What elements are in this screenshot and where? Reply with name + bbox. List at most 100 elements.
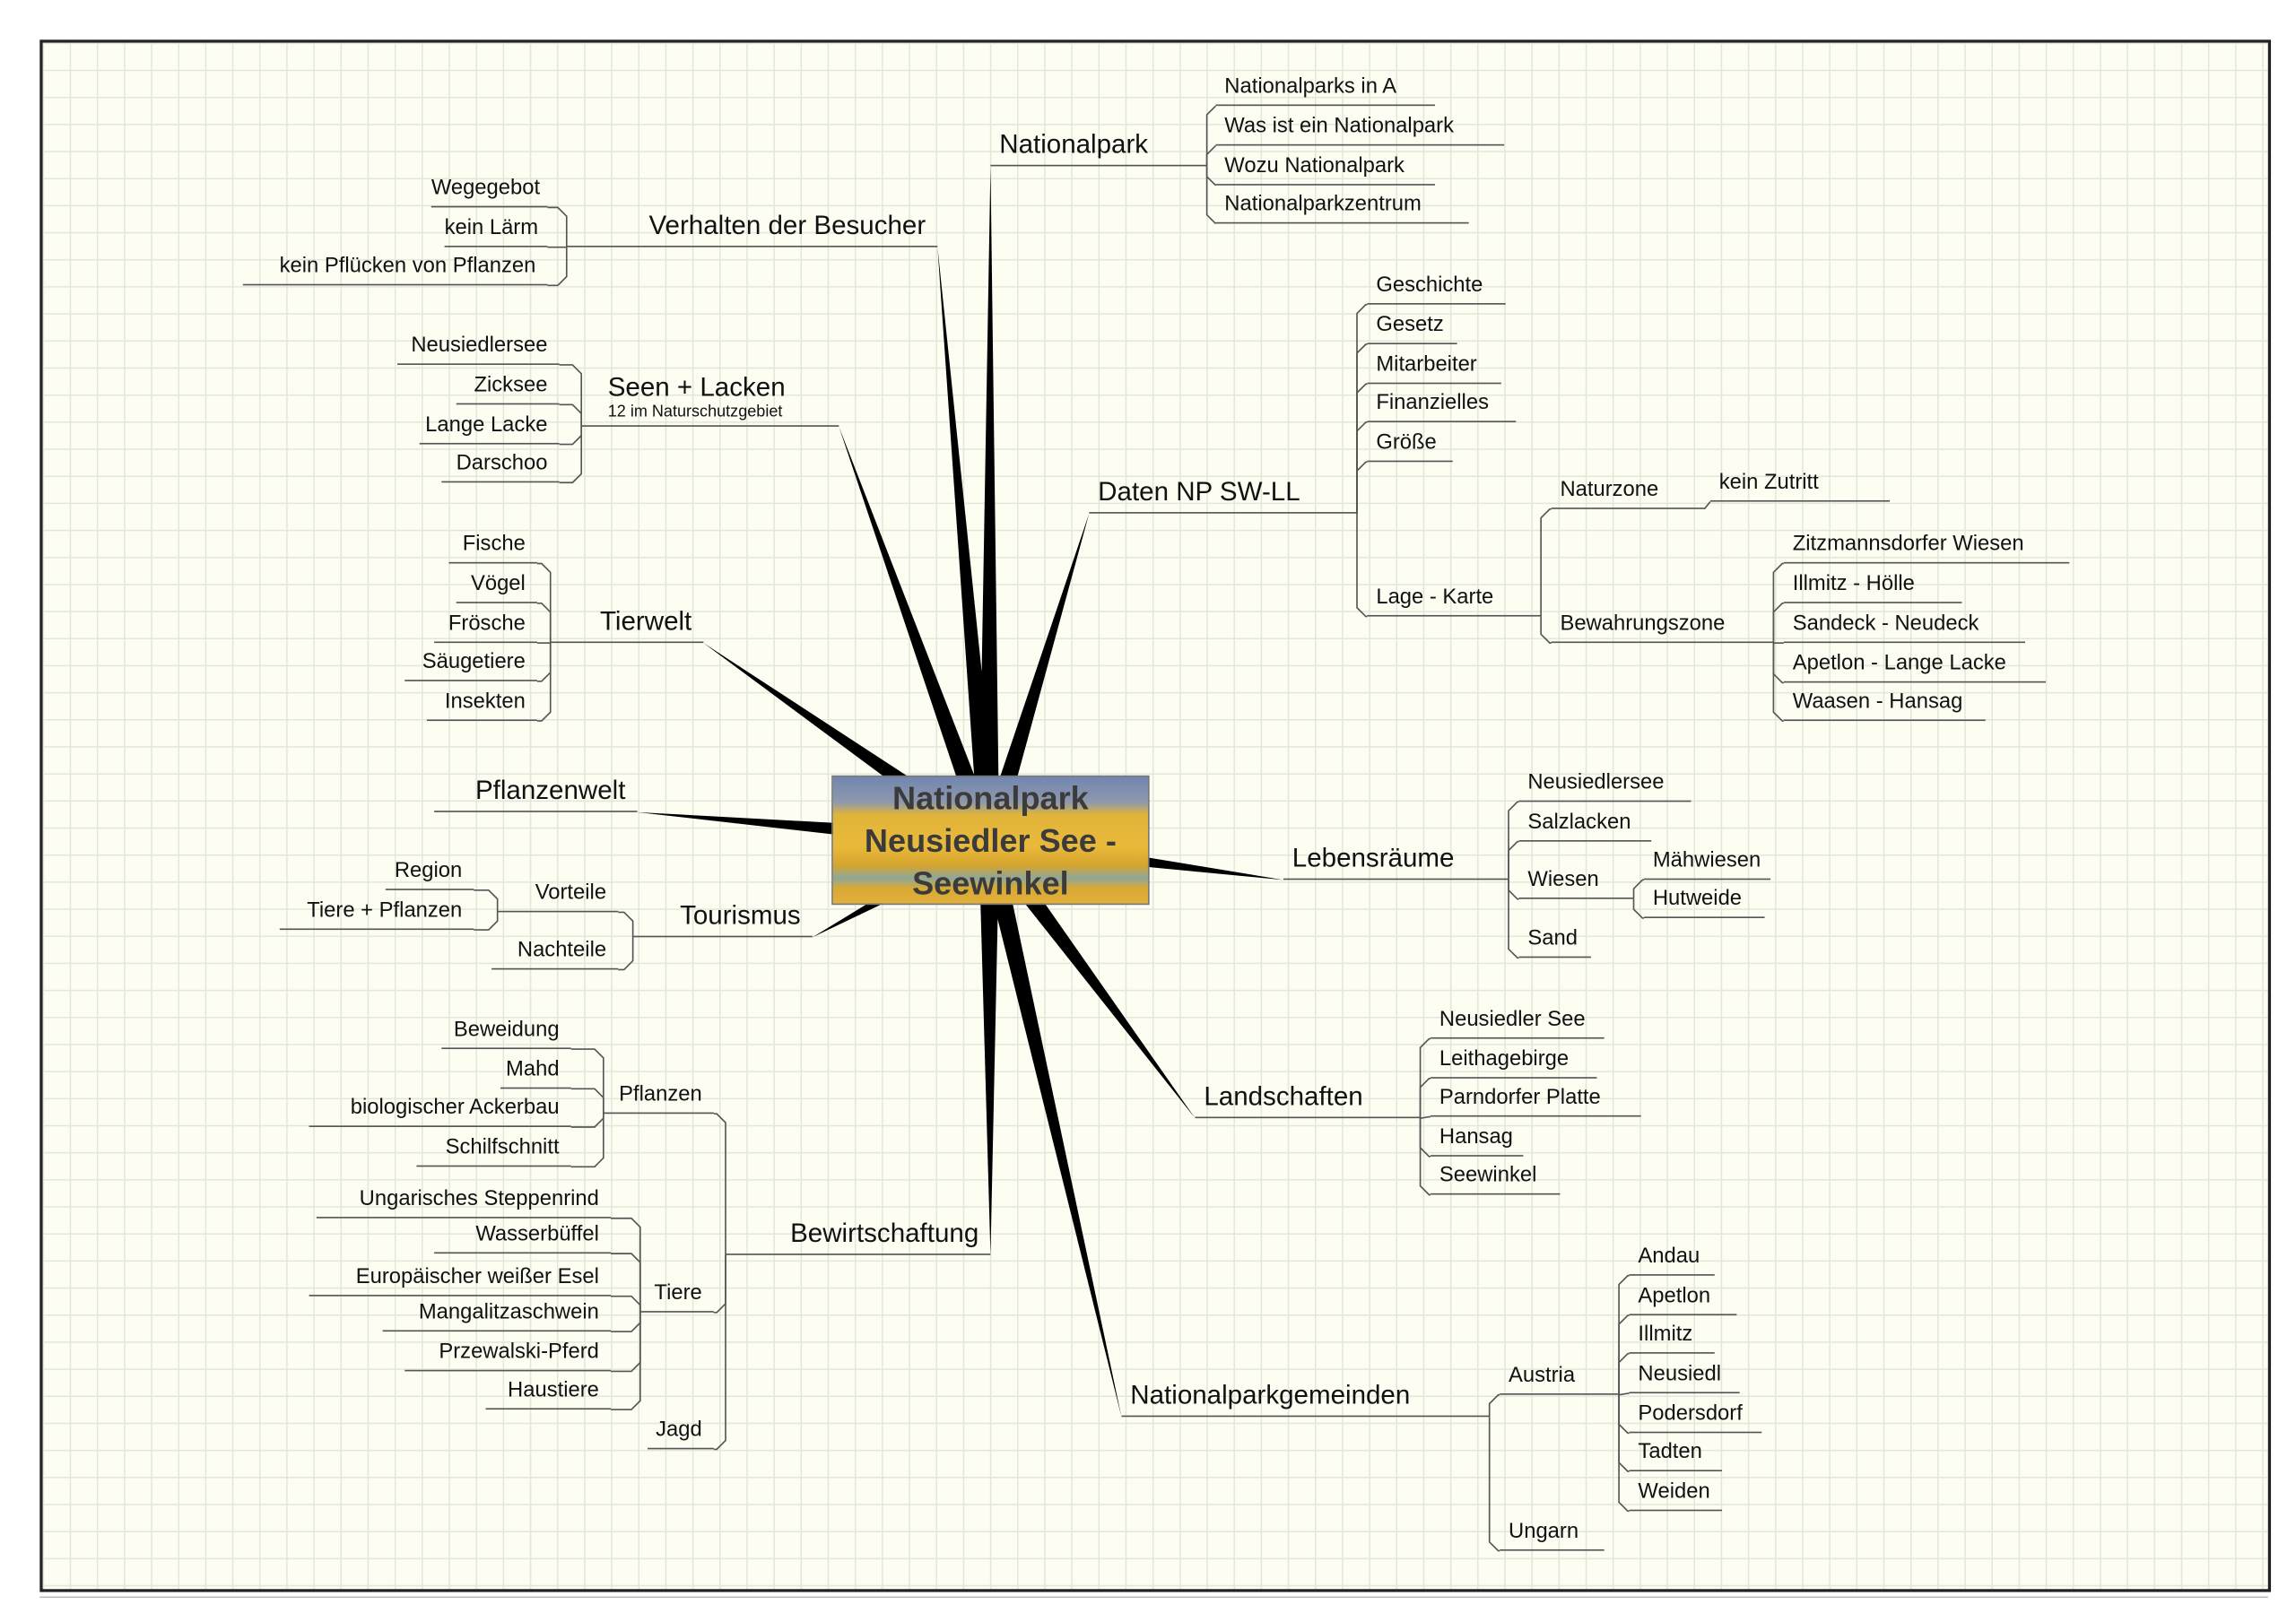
topic-apetlon[interactable]: Apetlon — [1629, 1284, 1737, 1316]
topic-vögel[interactable]: Vögel — [456, 574, 537, 603]
topic-gesetz[interactable]: Gesetz — [1367, 315, 1457, 344]
topic-label: Lebensräume — [1292, 842, 1455, 872]
topic-przewalski-pferd[interactable]: Przewalski-Pferd — [404, 1341, 612, 1372]
branch-landschaften[interactable]: Landschaften — [1195, 1082, 1421, 1119]
topic-nationalparks-in-a[interactable]: Nationalparks in A — [1215, 76, 1435, 107]
topic-darschoo[interactable]: Darschoo — [441, 453, 560, 483]
topic-frösche[interactable]: Frösche — [434, 613, 537, 644]
topic-salzlacken[interactable]: Salzlacken — [1518, 812, 1652, 842]
topic-nationalparkzentrum[interactable]: Nationalparkzentrum — [1215, 194, 1469, 224]
topic-fische[interactable]: Fische — [448, 533, 537, 564]
topic-bewahrungszone[interactable]: Bewahrungszone — [1551, 613, 1774, 644]
topic-säugetiere[interactable]: Säugetiere — [404, 652, 537, 681]
topic-label: Sandeck - Neudeck — [1792, 612, 1979, 636]
branch-lebensräume[interactable]: Lebensräume — [1283, 844, 1509, 880]
central-topic[interactable]: Nationalpark Neusiedler See - Seewinkel — [831, 775, 1150, 906]
topic-sandeck-neudeck[interactable]: Sandeck - Neudeck — [1783, 612, 2026, 644]
topic-austria[interactable]: Austria — [1500, 1364, 1620, 1395]
topic-tiere-pflanzen[interactable]: Tiere + Pflanzen — [279, 900, 474, 931]
topic-geschichte[interactable]: Geschichte — [1367, 275, 1506, 305]
topic-finanzielles[interactable]: Finanzielles — [1367, 391, 1517, 422]
topic-neusiedlersee[interactable]: Neusiedlersee — [1518, 772, 1692, 802]
topic-lange-lacke[interactable]: Lange Lacke — [419, 415, 560, 445]
topic-nachteile[interactable]: Nachteile — [491, 940, 619, 970]
topic-connector — [1772, 643, 1784, 722]
topic-was-ist-ein-nationalpark[interactable]: Was ist ein Nationalpark — [1215, 114, 1505, 146]
branch-tourismus[interactable]: Tourismus — [632, 899, 813, 938]
topic-label: Haustiere — [508, 1378, 599, 1402]
topic-label: Apetlon - Lange Lacke — [1792, 651, 2006, 676]
topic-neusiedler-see[interactable]: Neusiedler See — [1431, 1010, 1605, 1039]
topic-neusiedl[interactable]: Neusiedl — [1629, 1364, 1740, 1394]
topic-label: Gesetz — [1376, 313, 1444, 337]
topic-leithagebirge[interactable]: Leithagebirge — [1431, 1049, 1597, 1079]
topic-label: Beweidung — [453, 1018, 560, 1042]
topic-mitarbeiter[interactable]: Mitarbeiter — [1367, 354, 1501, 385]
branch-nationalpark[interactable]: Nationalpark — [990, 130, 1207, 167]
topic-label: Mähwiesen — [1652, 848, 1761, 872]
topic-wasserbüffel[interactable]: Wasserbüffel — [434, 1222, 612, 1254]
topic-label: Tiere — [654, 1281, 702, 1305]
topic-pflanzen[interactable]: Pflanzen — [603, 1084, 714, 1115]
topic-illmitz-hölle[interactable]: Illmitz - Hölle — [1783, 574, 1962, 603]
topic-zitzmannsdorfer-wiesen[interactable]: Zitzmannsdorfer Wiesen — [1783, 533, 2070, 564]
topic-hutweide[interactable]: Hutweide — [1643, 889, 1765, 918]
branch-verhalten-der-besucher[interactable]: Verhalten der Besucher — [566, 211, 938, 247]
branch-bewirtschaftung[interactable]: Bewirtschaftung — [726, 1219, 991, 1255]
topic-mahd[interactable]: Mahd — [500, 1059, 571, 1089]
topic-vorteile[interactable]: Vorteile — [497, 882, 619, 913]
topic-connector — [611, 1253, 641, 1313]
branch-tierwelt[interactable]: Tierwelt — [550, 607, 704, 644]
topic-beweidung[interactable]: Beweidung — [441, 1018, 571, 1050]
topic-jagd[interactable]: Jagd — [648, 1418, 714, 1450]
topic-biologischer-ackerbau[interactable]: biologischer Ackerbau — [309, 1097, 571, 1128]
topic-haustiere[interactable]: Haustiere — [485, 1378, 612, 1410]
topic-illmitz[interactable]: Illmitz — [1629, 1324, 1715, 1354]
topic-kein-lärm[interactable]: kein Lärm — [444, 218, 548, 247]
topic-ungarisches-steppenrind[interactable]: Ungarisches Steppenrind — [316, 1189, 612, 1219]
topic-connector — [1618, 1314, 1630, 1395]
topic-waasen-hansag[interactable]: Waasen - Hansag — [1783, 691, 1986, 722]
topic-label: Daten NP SW-LL — [1098, 475, 1300, 506]
topic-zicksee[interactable]: Zicksee — [456, 375, 560, 405]
topic-mangalitzaschwein[interactable]: Mangalitzaschwein — [382, 1302, 612, 1332]
topic-label: Tourismus — [680, 899, 801, 930]
topic-wozu-nationalpark[interactable]: Wozu Nationalpark — [1215, 156, 1435, 186]
topic-wegegebot[interactable]: Wegegebot — [430, 178, 548, 208]
topic-label: Jagd — [656, 1418, 702, 1442]
topic-label: Finanzielles — [1376, 391, 1489, 415]
topic-lage-karte[interactable]: Lage - Karte — [1367, 587, 1542, 617]
topic-hansag[interactable]: Hansag — [1431, 1127, 1524, 1157]
topic-tadten[interactable]: Tadten — [1629, 1442, 1722, 1471]
topic-insekten[interactable]: Insekten — [426, 691, 537, 722]
branch-connector — [839, 426, 999, 846]
topic-kein-pflücken-von-pflanzen[interactable]: kein Pflücken von Pflanzen — [242, 256, 548, 286]
topic-europäischer-weißer-esel[interactable]: Europäischer weißer Esel — [309, 1267, 612, 1297]
branch-daten-np-sw-ll[interactable]: Daten NP SW-LL — [1089, 475, 1358, 514]
topic-region[interactable]: Region — [385, 861, 474, 890]
topic-seewinkel[interactable]: Seewinkel — [1431, 1165, 1561, 1195]
topic-podersdorf[interactable]: Podersdorf — [1629, 1403, 1762, 1434]
topic-label: Wasserbüffel — [475, 1222, 599, 1246]
topic-größe[interactable]: Größe — [1367, 432, 1453, 463]
topic-andau[interactable]: Andau — [1629, 1246, 1715, 1276]
branch-pflanzenwelt[interactable]: Pflanzenwelt — [434, 776, 638, 812]
topic-apetlon-lange-lacke[interactable]: Apetlon - Lange Lacke — [1783, 651, 2046, 683]
topic-kein-zutritt[interactable]: kein Zutritt — [1709, 473, 1891, 502]
topic-neusiedlersee[interactable]: Neusiedlersee — [397, 335, 560, 365]
topic-label: Austria — [1509, 1364, 1576, 1388]
topic-mähwiesen[interactable]: Mähwiesen — [1643, 848, 1771, 880]
topic-ungarn[interactable]: Ungarn — [1500, 1522, 1605, 1551]
topic-tiere[interactable]: Tiere — [639, 1281, 714, 1313]
topic-weiden[interactable]: Weiden — [1629, 1481, 1722, 1512]
topic-wiesen[interactable]: Wiesen — [1518, 870, 1634, 899]
topic-parndorfer-platte[interactable]: Parndorfer Platte — [1431, 1087, 1641, 1117]
topic-sand[interactable]: Sand — [1518, 928, 1591, 958]
topic-naturzone[interactable]: Naturzone — [1551, 480, 1705, 509]
topic-schilfschnitt[interactable]: Schilfschnitt — [416, 1137, 571, 1167]
topic-label: Apetlon — [1638, 1284, 1711, 1308]
branch-nationalparkgemeinden[interactable]: Nationalparkgemeinden — [1121, 1381, 1490, 1418]
topic-label: Was ist ein Nationalpark — [1224, 114, 1455, 139]
